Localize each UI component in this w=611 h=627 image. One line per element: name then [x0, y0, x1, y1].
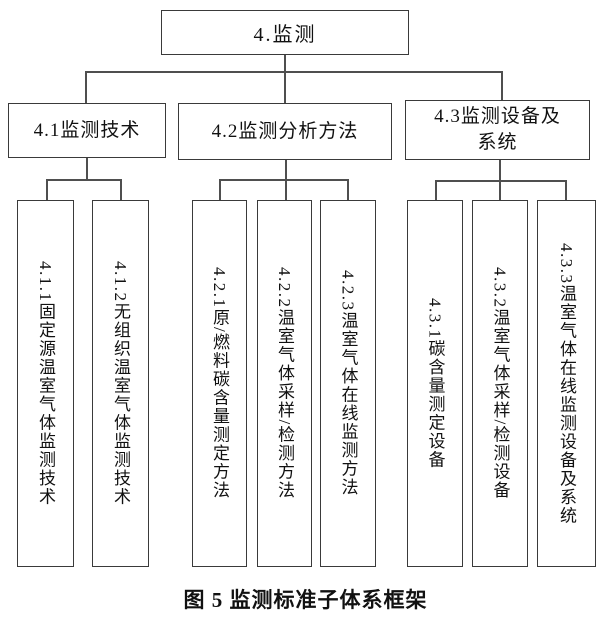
node-label: 4.2.2温室气体采样/检测方法: [275, 267, 294, 500]
connector-line: [219, 179, 221, 200]
node-label: 4.监测: [253, 24, 317, 46]
connector-line: [85, 71, 87, 103]
node-label: 4.2监测分析方法: [211, 120, 359, 142]
node-leaf-4-1-2: 4.1.2无组织温室气体监测技术: [92, 200, 149, 567]
connector-line: [85, 71, 503, 73]
connector-line: [120, 179, 122, 200]
node-label: 4.3.3温室气体在线监测设备及系统: [557, 242, 576, 525]
node-branch-4-1: 4.1监测技术: [8, 103, 166, 158]
node-label: 4.3.1碳含量测定设备: [425, 298, 445, 469]
connector-line: [46, 179, 48, 200]
node-branch-4-2: 4.2监测分析方法: [178, 103, 392, 160]
node-leaf-4-2-3: 4.2.3温室气体在线监测方法: [320, 200, 376, 567]
connector-line: [219, 179, 349, 181]
node-leaf-4-3-3: 4.3.3温室气体在线监测设备及系统: [537, 200, 596, 567]
node-leaf-4-3-2: 4.3.2温室气体采样/检测设备: [472, 200, 528, 567]
node-leaf-4-3-1: 4.3.1碳含量测定设备: [407, 200, 463, 567]
connector-line: [435, 180, 437, 200]
node-leaf-4-1-1: 4.1.1固定源温室气体监测技术: [17, 200, 74, 567]
node-root-monitoring: 4.监测: [161, 10, 409, 55]
connector-line: [284, 55, 286, 103]
node-leaf-4-2-2: 4.2.2温室气体采样/检测方法: [257, 200, 312, 567]
node-label: 4.1.2无组织温室气体监测技术: [111, 261, 130, 506]
node-leaf-4-2-1: 4.2.1原/燃料碳含量测定方法: [192, 200, 247, 567]
node-branch-4-3: 4.3监测设备及 系统: [405, 100, 590, 160]
node-label: 4.3监测设备及 系统: [434, 106, 561, 153]
connector-line: [86, 158, 88, 181]
connector-line: [435, 180, 567, 182]
connector-line: [46, 179, 122, 181]
connector-line: [501, 71, 503, 100]
node-label: 4.1.1固定源温室气体监测技术: [36, 261, 55, 506]
node-label: 4.1监测技术: [33, 119, 141, 141]
connector-line: [565, 180, 567, 200]
node-label: 4.3.2温室气体采样/检测设备: [490, 267, 510, 500]
node-label: 4.2.3温室气体在线监测方法: [338, 270, 358, 497]
node-label: 4.2.1原/燃料碳含量测定方法: [210, 267, 229, 500]
figure-caption: 图 5 监测标准子体系框架: [183, 588, 428, 612]
connector-line: [347, 179, 349, 200]
